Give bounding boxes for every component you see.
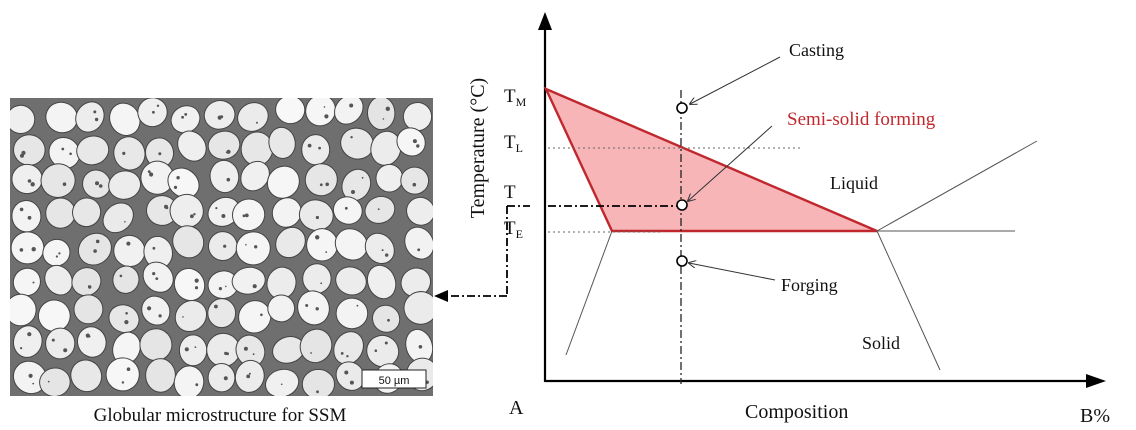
micrograph-caption: Globular microstructure for SSM bbox=[93, 405, 347, 426]
scale-bar-label: 50 µm bbox=[379, 375, 410, 387]
casting-label: Casting bbox=[789, 40, 844, 60]
semi-solid-label: Semi-solid forming bbox=[787, 109, 936, 130]
casting-leader bbox=[690, 56, 781, 104]
forging-label: Forging bbox=[781, 275, 838, 295]
x-axis-arrow-icon bbox=[1086, 374, 1106, 388]
solid-label: Solid bbox=[862, 333, 900, 353]
casting-point bbox=[676, 102, 688, 114]
forging-point bbox=[676, 255, 688, 267]
solvus-line-right bbox=[876, 230, 941, 371]
globular-grains: 50 µm bbox=[10, 98, 433, 396]
tl-label: TL bbox=[504, 132, 523, 155]
tm-label: TM bbox=[504, 86, 527, 109]
end-component-label: B% bbox=[1080, 405, 1110, 427]
semi-solid-region bbox=[543, 86, 878, 233]
origin-label: A bbox=[509, 397, 524, 419]
y-axis-arrow-icon bbox=[538, 12, 552, 30]
x-axis-label: Composition bbox=[745, 401, 848, 423]
te-label: TE bbox=[504, 218, 523, 241]
microstructure-image: 50 µm bbox=[10, 98, 433, 396]
y-axis-label: Temperature (°C) bbox=[467, 78, 489, 218]
solvus-line-left bbox=[565, 230, 613, 356]
semi-solid-leader bbox=[688, 125, 773, 201]
scale-bar: 50 µm bbox=[361, 369, 427, 389]
liquidus-line-right bbox=[876, 140, 1038, 232]
t-label: T bbox=[504, 182, 516, 203]
semi-solid-point bbox=[676, 199, 688, 211]
link-arrow-icon bbox=[434, 290, 448, 302]
liquid-label: Liquid bbox=[830, 173, 878, 193]
forging-leader bbox=[689, 263, 776, 281]
